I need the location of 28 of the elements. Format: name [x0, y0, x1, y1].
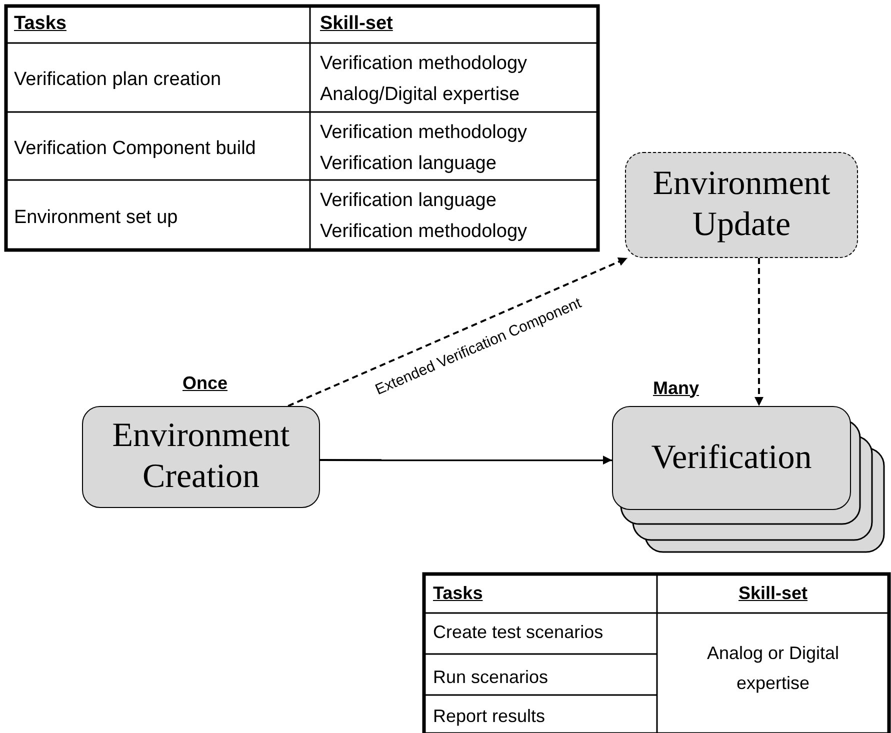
table-text: Run scenarios [433, 666, 548, 688]
node-label: Environment Creation [111, 416, 291, 497]
node-label: Environment Update [652, 164, 832, 245]
node-label: Verification [651, 438, 812, 478]
column-header: Skill-set [320, 13, 393, 35]
arrow [320, 456, 612, 465]
column-header: Skill-set [738, 582, 808, 604]
table-text: Verification language [320, 190, 496, 212]
table-text: Verification methodology [320, 53, 528, 75]
table-text: Analog/Digital expertise [320, 84, 520, 106]
process-box [82, 406, 320, 508]
table-text: Environment set up [14, 207, 178, 229]
process-box [612, 406, 851, 510]
table-text: Create test scenarios [433, 621, 604, 643]
table-text: Verification Component build [14, 138, 256, 160]
table-text: Verification methodology [320, 122, 528, 144]
process-box [625, 152, 858, 258]
table-text: Analog or Digital expertise [706, 642, 840, 695]
table-text: Verification methodology [320, 221, 528, 243]
column-header: Tasks [433, 582, 483, 604]
table-text: Verification language [320, 153, 496, 175]
arrow [754, 258, 764, 406]
table-text: Report results [433, 705, 546, 727]
column-header: Tasks [14, 13, 66, 35]
table-text: Verification plan creation [14, 69, 222, 91]
node-caption: Once [182, 372, 228, 394]
arrow [288, 257, 628, 407]
node-caption: Many [652, 378, 699, 398]
